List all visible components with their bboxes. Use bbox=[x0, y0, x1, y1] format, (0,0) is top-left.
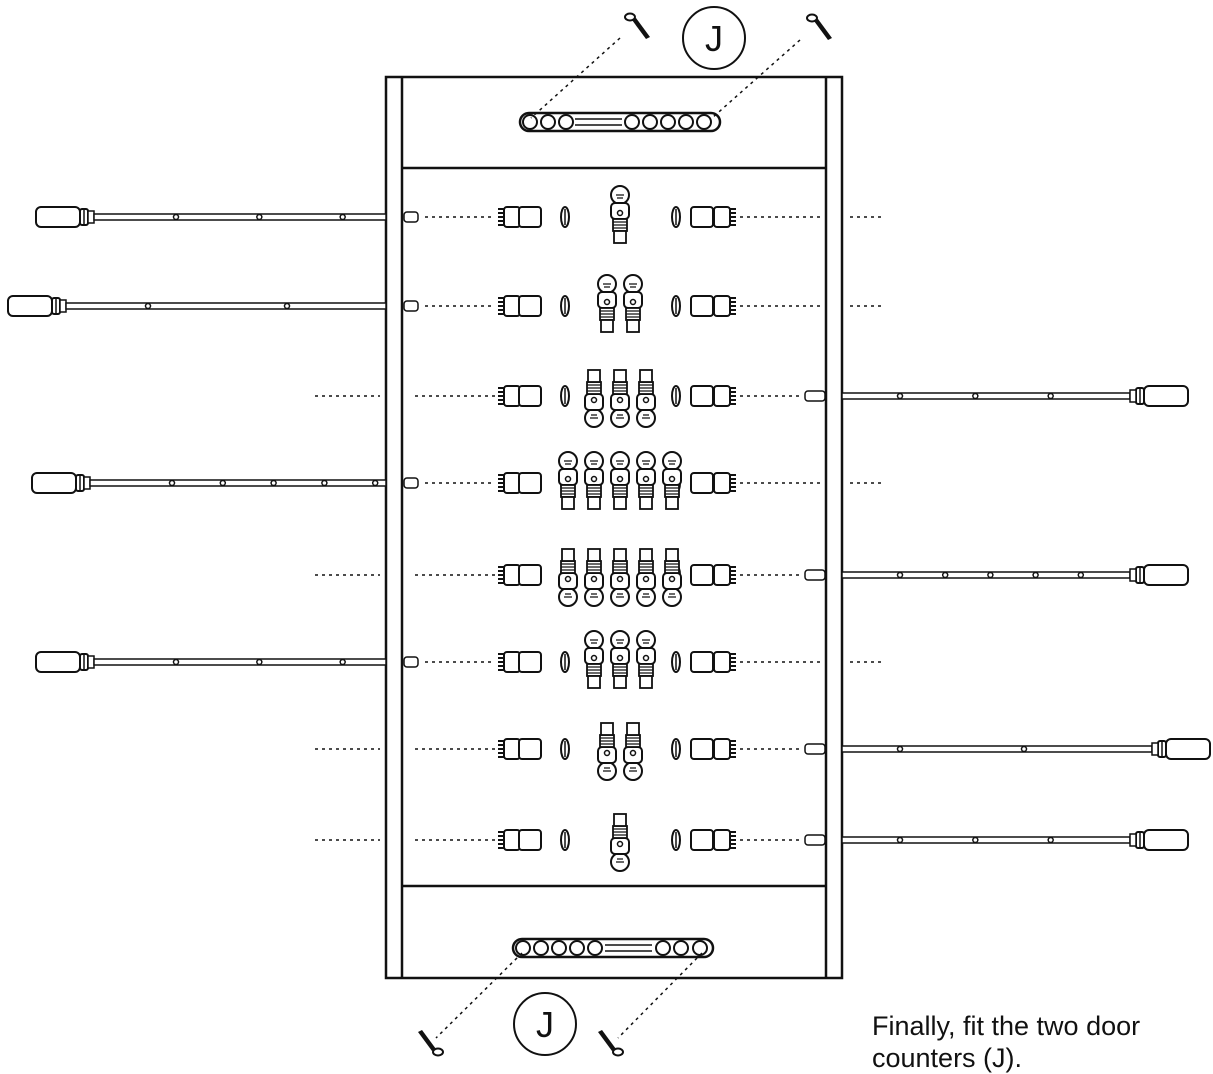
bumper-icon bbox=[690, 651, 737, 673]
player-figure-icon bbox=[610, 185, 630, 244]
bumper-icon bbox=[497, 206, 542, 228]
player-figure-icon bbox=[623, 274, 643, 333]
player-figure-icon bbox=[662, 451, 682, 510]
player-figure-icon bbox=[636, 548, 656, 607]
player-figure-icon bbox=[636, 451, 656, 510]
player-figure-icon bbox=[597, 274, 617, 333]
table-frame bbox=[384, 75, 844, 980]
player-figure-icon bbox=[584, 548, 604, 607]
rod-row bbox=[315, 548, 1189, 607]
bumper-icon bbox=[497, 829, 542, 851]
svg-text:J: J bbox=[536, 1004, 554, 1045]
bumper-icon bbox=[497, 385, 542, 407]
door-counter-bottom bbox=[511, 937, 715, 959]
player-figure-icon bbox=[610, 451, 630, 510]
rod-row bbox=[35, 185, 885, 244]
player-figure-icon bbox=[662, 548, 682, 607]
player-figure-icon bbox=[584, 369, 604, 428]
player-figure-icon bbox=[610, 369, 630, 428]
player-figure-icon bbox=[597, 722, 617, 781]
player-figure-icon bbox=[558, 548, 578, 607]
bumper-icon bbox=[497, 738, 542, 760]
bumper-icon bbox=[690, 295, 737, 317]
player-figure-icon bbox=[584, 451, 604, 510]
caption-line-1: Finally, fit the two door bbox=[872, 1011, 1141, 1041]
svg-text:J: J bbox=[705, 18, 723, 59]
bumper-icon bbox=[690, 385, 737, 407]
bumper-icon bbox=[497, 651, 542, 673]
bumper-icon bbox=[690, 829, 737, 851]
rod-handle-icon bbox=[7, 295, 419, 317]
screw-icon bbox=[417, 12, 833, 1057]
player-figure-icon bbox=[584, 630, 604, 689]
bumper-icon bbox=[690, 738, 737, 760]
player-figure-icon bbox=[636, 369, 656, 428]
rod-handle-icon bbox=[35, 206, 419, 228]
player-figure-icon bbox=[636, 630, 656, 689]
bumper-icon bbox=[690, 564, 737, 586]
part-label-bottom: J bbox=[513, 992, 577, 1056]
bearing-icon bbox=[560, 738, 681, 760]
rod-handle-icon bbox=[31, 472, 419, 494]
rod-row bbox=[35, 630, 885, 689]
rod-row bbox=[315, 722, 1211, 781]
part-label-top: J bbox=[682, 6, 746, 70]
player-figure-icon bbox=[610, 630, 630, 689]
instruction-caption: Finally, fit the two door counters (J). bbox=[872, 1010, 1140, 1074]
rod-handle-icon bbox=[35, 651, 419, 673]
rod-row bbox=[315, 813, 1189, 872]
caption-line-2: counters (J). bbox=[872, 1043, 1023, 1073]
rod-handle-icon bbox=[804, 829, 1189, 851]
rod-row bbox=[315, 369, 1189, 428]
player-figure-icon bbox=[610, 813, 630, 872]
bumper-icon bbox=[497, 564, 542, 586]
door-counter-top bbox=[518, 111, 722, 133]
bumper-icon bbox=[497, 472, 542, 494]
player-figure-icon bbox=[610, 548, 630, 607]
bearing-icon bbox=[560, 295, 681, 317]
rod-row bbox=[31, 451, 885, 510]
rod-row bbox=[7, 274, 885, 333]
rod-handle-icon bbox=[804, 738, 1211, 760]
bumper-icon bbox=[690, 472, 737, 494]
bumper-icon bbox=[690, 206, 737, 228]
player-figure-icon bbox=[558, 451, 578, 510]
player-figure-icon bbox=[623, 722, 643, 781]
rod-handle-icon bbox=[804, 385, 1189, 407]
rod-handle-icon bbox=[804, 564, 1189, 586]
bumper-icon bbox=[497, 295, 542, 317]
